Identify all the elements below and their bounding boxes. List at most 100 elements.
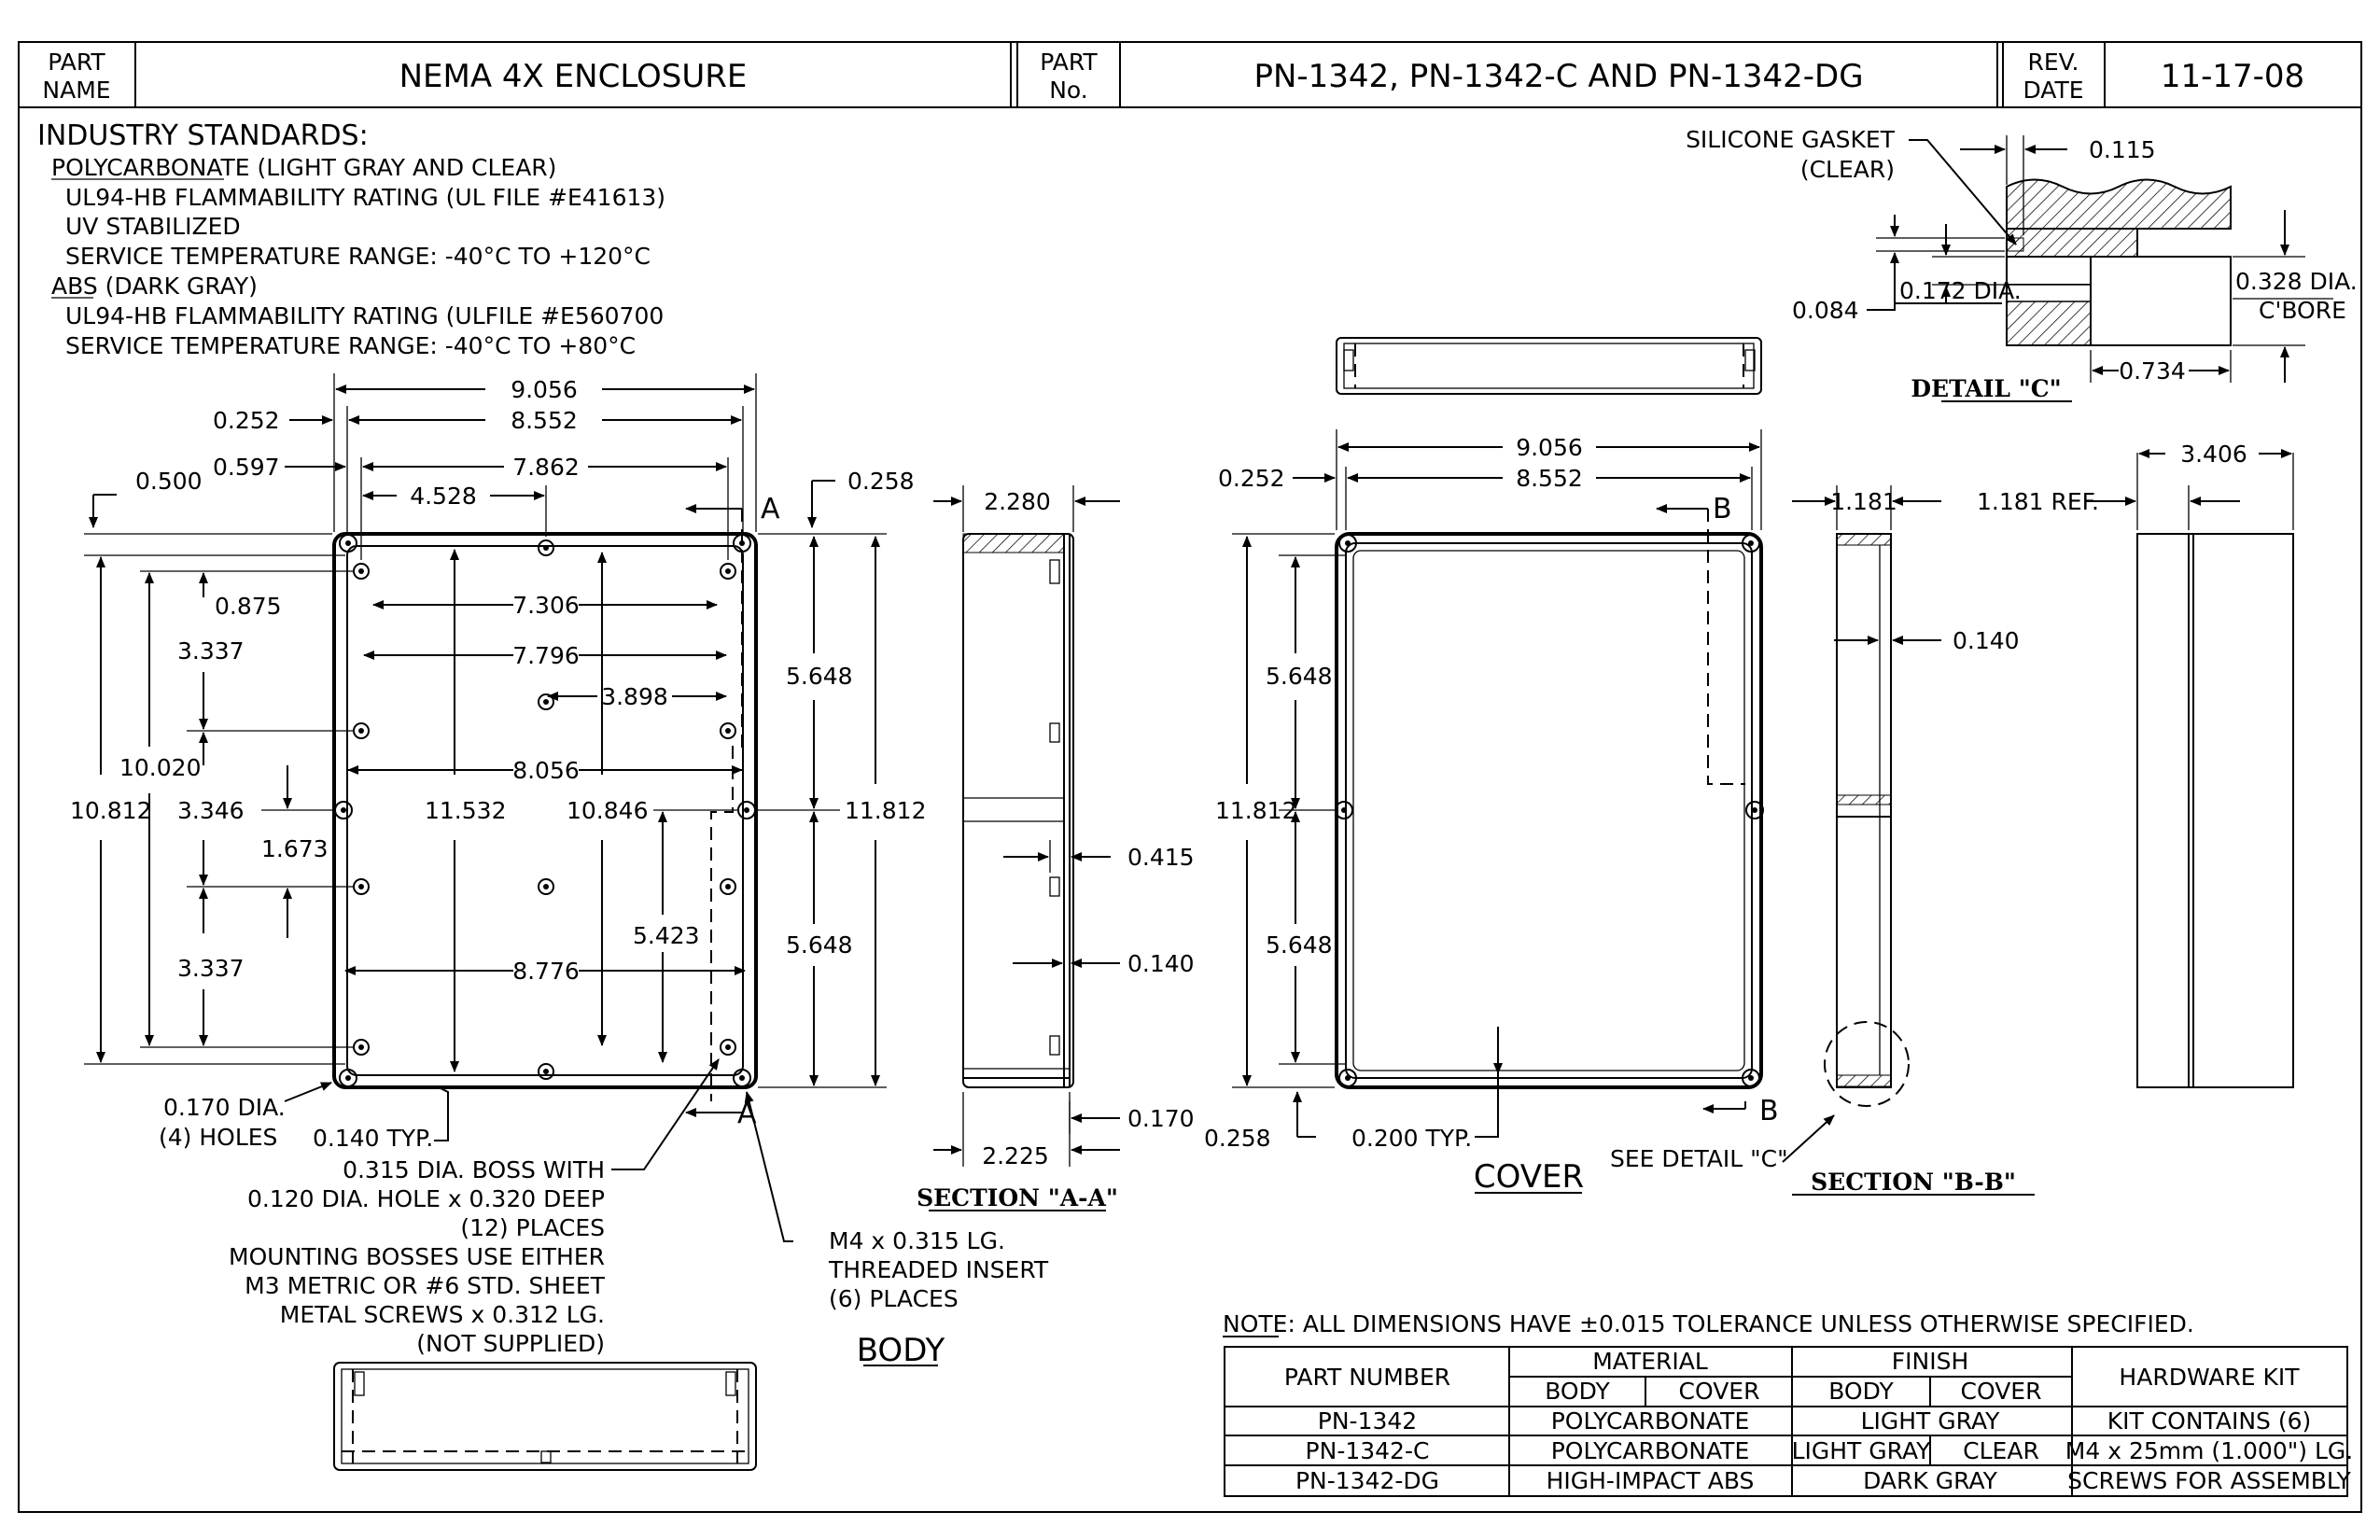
body-dim-3898: 3.898 bbox=[601, 683, 668, 710]
part-no-label-2: No. bbox=[1049, 77, 1088, 104]
row2-finish-cover: CLEAR bbox=[1963, 1437, 2039, 1464]
body-dim-4528: 4.528 bbox=[410, 483, 477, 510]
standards-abs: ABS (DARK GRAY) bbox=[51, 273, 258, 300]
part-table: PART NUMBER MATERIAL FINISH BODY COVER B… bbox=[1224, 1346, 2353, 1497]
body-dim-0252: 0.252 bbox=[213, 407, 280, 434]
body-dim-0500: 0.500 bbox=[135, 468, 203, 495]
detail-0084: 0.084 bbox=[1792, 297, 1859, 324]
body-dim-1673: 1.673 bbox=[261, 835, 329, 862]
sec-bb-1181: 1.181 bbox=[1830, 488, 1897, 515]
part-name-label-1: PART bbox=[48, 49, 105, 76]
standards-pc-uv: UV STABILIZED bbox=[65, 213, 241, 240]
row2-part: PN-1342-C bbox=[1306, 1437, 1430, 1464]
th-finish-body: BODY bbox=[1828, 1378, 1894, 1405]
rev-label-1: REV. bbox=[2028, 49, 2079, 76]
part-name: NEMA 4X ENCLOSURE bbox=[399, 58, 748, 95]
section-a-mark-bottom: A bbox=[737, 1098, 757, 1130]
sec-aa-2280: 2.280 bbox=[984, 488, 1051, 515]
row1-part: PN-1342 bbox=[1318, 1407, 1417, 1435]
sheet-border bbox=[18, 41, 2362, 1513]
boss-note-1: 0.315 DIA. BOSS WITH bbox=[343, 1156, 605, 1183]
th-part-number: PART NUMBER bbox=[1284, 1364, 1450, 1391]
body-dim-8552: 8.552 bbox=[511, 407, 578, 434]
standards-pc: POLYCARBONATE (LIGHT GRAY AND CLEAR) bbox=[51, 154, 556, 181]
body-dim-11812: 11.812 bbox=[845, 797, 926, 824]
typ-note: 0.140 TYP. bbox=[313, 1125, 433, 1152]
detail-gasket-2: (CLEAR) bbox=[1800, 156, 1895, 183]
detail-0734: 0.734 bbox=[2119, 357, 2186, 385]
standards-heading: INDUSTRY STANDARDS: bbox=[37, 119, 369, 152]
rev-date: 11-17-08 bbox=[2161, 58, 2304, 95]
body-side-view bbox=[333, 1362, 757, 1471]
th-material: MATERIAL bbox=[1592, 1348, 1708, 1375]
cover-view: B B 9.056 8.552 0.252 5.648 5.648 11.812 bbox=[1204, 429, 1835, 1196]
body-dim-8056: 8.056 bbox=[512, 757, 580, 784]
see-detail-c: SEE DETAIL "C" bbox=[1610, 1145, 1788, 1172]
body-dim-7862: 7.862 bbox=[512, 454, 580, 481]
insert-note-2: THREADED INSERT bbox=[828, 1256, 1049, 1283]
body-dim-7306: 7.306 bbox=[512, 592, 580, 619]
body-dim-3337-lower: 3.337 bbox=[177, 955, 245, 982]
section-b-mark-top: B bbox=[1713, 493, 1732, 525]
sec-bb-0140: 0.140 bbox=[1953, 627, 2020, 654]
detail-0328-1: 0.328 DIA. bbox=[2235, 268, 2358, 295]
boss-note-4: MOUNTING BOSSES USE EITHER bbox=[229, 1243, 605, 1270]
row3-finish: DARK GRAY bbox=[1863, 1467, 1998, 1494]
body-dim-11532: 11.532 bbox=[425, 797, 506, 824]
cover-dim-11812: 11.812 bbox=[1215, 797, 1296, 824]
standards-abs-temp: SERVICE TEMPERATURE RANGE: -40°C TO +80°… bbox=[65, 332, 636, 359]
body-view: A A 9.056 8.552 7.862 4.528 0.252 0.597 bbox=[70, 373, 926, 1242]
th-material-body: BODY bbox=[1545, 1378, 1610, 1405]
row3-part: PN-1342-DG bbox=[1295, 1467, 1439, 1494]
boss-note-5: M3 METRIC OR #6 STD. SHEET bbox=[245, 1272, 606, 1299]
row2-finish-body: LIGHT GRAY bbox=[1792, 1437, 1932, 1464]
detail-0328-2: C'BORE bbox=[2259, 297, 2346, 324]
body-dim-5423: 5.423 bbox=[633, 922, 700, 949]
sec-aa-0140: 0.140 bbox=[1127, 950, 1195, 977]
body-dim-3346: 3.346 bbox=[177, 797, 245, 824]
part-name-label-2: NAME bbox=[42, 77, 110, 104]
detail-c-label: DETAIL "C" bbox=[1911, 375, 2061, 402]
cover-dim-0252: 0.252 bbox=[1218, 465, 1285, 492]
section-aa: 2.280 2.225 0.415 0.140 0.170 SECTION "A… bbox=[917, 485, 1195, 1211]
cover-dim-5648-lower: 5.648 bbox=[1266, 931, 1333, 959]
hole-note-1: 0.170 DIA. bbox=[163, 1094, 286, 1121]
end-view: 3.406 1.181 REF. bbox=[1977, 441, 2294, 1088]
sec-aa-0170: 0.170 bbox=[1127, 1105, 1195, 1132]
sec-bb-label: SECTION "B-B" bbox=[1811, 1169, 2016, 1196]
insert-note: M4 x 0.315 LG. THREADED INSERT (6) PLACE… bbox=[828, 1227, 1049, 1312]
body-dim-0597: 0.597 bbox=[213, 454, 280, 481]
boss-note-6: METAL SCREWS x 0.312 LG. bbox=[280, 1301, 605, 1328]
detail-gasket-1: SILICONE GASKET bbox=[1686, 126, 1896, 153]
section-a-mark-top: A bbox=[761, 493, 780, 525]
body-dim-8776: 8.776 bbox=[512, 958, 580, 985]
insert-note-1: M4 x 0.315 LG. bbox=[829, 1227, 1005, 1254]
section-b-line bbox=[1707, 509, 1745, 785]
cover-side-view bbox=[1336, 337, 1762, 395]
row2-material: POLYCARBONATE bbox=[1551, 1437, 1750, 1464]
body-dim-10020: 10.020 bbox=[119, 754, 201, 781]
body-dim-0875: 0.875 bbox=[215, 593, 282, 620]
title-block: PART NAME NEMA 4X ENCLOSURE PART No. PN-… bbox=[19, 42, 2361, 108]
row3-material: HIGH-IMPACT ABS bbox=[1547, 1467, 1755, 1494]
body-label: BODY bbox=[857, 1332, 945, 1369]
standards-abs-ul: UL94-HB FLAMMABILITY RATING (ULFILE #E56… bbox=[65, 302, 664, 329]
cover-typ-note: 0.200 TYP. bbox=[1351, 1125, 1472, 1152]
body-dim-0258: 0.258 bbox=[847, 468, 915, 495]
cover-dim-8552: 8.552 bbox=[1516, 465, 1583, 492]
standards-pc-ul: UL94-HB FLAMMABILITY RATING (UL FILE #E4… bbox=[65, 184, 665, 211]
cover-dim-9056: 9.056 bbox=[1516, 434, 1583, 461]
hardware-kit-3: SCREWS FOR ASSEMBLY bbox=[2067, 1467, 2351, 1494]
cover-dim-0258: 0.258 bbox=[1204, 1125, 1271, 1152]
rev-label-2: DATE bbox=[2023, 77, 2083, 104]
th-material-cover: COVER bbox=[1679, 1378, 1760, 1405]
industry-standards: INDUSTRY STANDARDS: POLYCARBONATE (LIGHT… bbox=[37, 119, 665, 359]
section-bb: 1.181 0.140 SECTION "B-B" bbox=[1792, 485, 2035, 1196]
sec-aa-2225: 2.225 bbox=[982, 1142, 1049, 1169]
section-b-mark-bottom: B bbox=[1759, 1095, 1779, 1127]
cover-label: COVER bbox=[1474, 1158, 1584, 1196]
body-dim-3337-upper: 3.337 bbox=[177, 637, 245, 665]
body-dim-7796: 7.796 bbox=[512, 642, 580, 669]
detail-c-callout bbox=[1824, 1021, 1910, 1107]
